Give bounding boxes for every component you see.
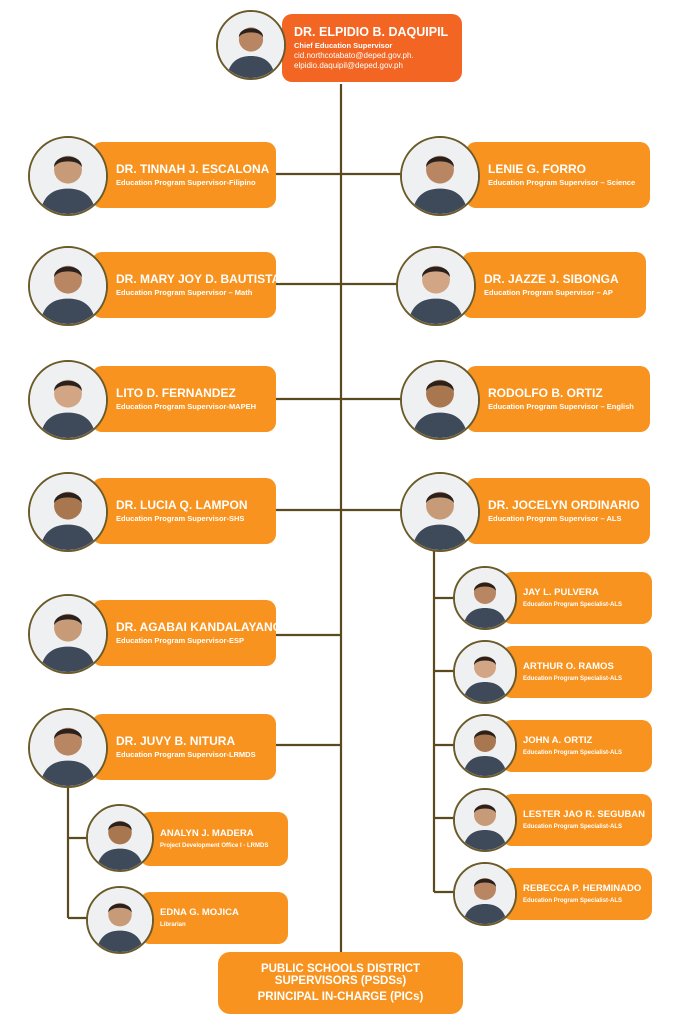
person-card: ARTHUR O. RAMOS Education Program Special… [502,646,652,698]
person-photo [86,886,154,954]
person-card: RODOLFO B. ORTIZ Education Program Superv… [466,366,650,432]
person-name: DR. TINNAH J. ESCALONA [116,162,270,176]
person-title: Education Program Supervisor – Science [488,178,636,187]
chief-email: elpidio.daquipil@deped.gov.ph [294,61,403,70]
person-title: Education Program Specialist-ALS [523,602,623,608]
person-title: Education Program Specialist-ALS [523,898,623,904]
person-photo [28,708,108,788]
person-photo [453,788,517,852]
chief-card: DR. ELPIDIO B. DAQUIPIL Chief Education S… [282,14,462,82]
person-icon [402,138,478,214]
person-icon [30,362,106,438]
person-title: Education Program Specialist-ALS [523,676,623,682]
person-card: REBECCA P. HERMINADO Education Program Sp… [502,868,652,920]
person-card: LITO D. FERNANDEZ Education Program Super… [92,366,276,432]
person-name: LESTER JAO R. SEGUBAN [523,809,645,820]
person-photo [216,10,286,80]
person-card: DR. LUCIA Q. LAMPON Education Program Sup… [92,478,276,544]
person-card: EDNA G. MOJICA Librarian [140,892,288,944]
person-photo [28,472,108,552]
person-photo [453,714,517,778]
person-icon [30,248,106,324]
person-name: EDNA G. MOJICA [160,907,239,918]
person-card: JOHN A. ORTIZ Education Program Specialis… [502,720,652,772]
person-title: Education Program Supervisor-Filipino [116,178,256,187]
person-card: LENIE G. FORRO Education Program Supervis… [466,142,650,208]
person-title: Education Program Supervisor-SHS [116,514,245,523]
person-icon [88,888,152,952]
person-photo [86,804,154,872]
person-icon [218,12,284,78]
person-photo [453,862,517,926]
person-title: Education Program Supervisor – AP [484,288,613,297]
person-card: LESTER JAO R. SEGUBAN Education Program S… [502,794,652,846]
person-title: Education Program Supervisor – English [488,402,634,411]
person-icon [455,642,515,702]
person-icon [30,596,106,672]
person-name: LITO D. FERNANDEZ [116,386,236,400]
person-title: Chief Education Supervisor [294,41,393,50]
person-icon [398,248,474,324]
person-name: DR. LUCIA Q. LAMPON [116,498,248,512]
person-name: DR. AGABAI KANDALAYANG [116,620,283,634]
person-name: DR. MARY JOY D. BAUTISTA [116,272,281,286]
person-icon [30,474,106,550]
person-icon [30,710,106,786]
person-title: Education Program Supervisor-ESP [116,636,244,645]
person-name: DR. JUVY B. NITURA [116,734,236,748]
person-title: Education Program Supervisor – ALS [488,514,622,523]
person-icon [455,864,515,924]
person-card: ANALYN J. MADERA Project Development Offi… [140,812,288,866]
person-card: JAY L. PULVERA Education Program Speciali… [502,572,652,624]
person-name: ARTHUR O. RAMOS [523,661,614,672]
person-name: LENIE G. FORRO [488,162,587,176]
person-photo [453,640,517,704]
person-name: ANALYN J. MADERA [160,828,254,839]
person-icon [402,474,478,550]
person-photo [28,360,108,440]
person-title: Project Development Office I - LRMDS [160,843,269,849]
chief-email: cid.northcotabato@deped.gov.ph. [294,51,414,60]
person-card: DR. MARY JOY D. BAUTISTA Education Progra… [92,252,281,318]
person-name: DR. ELPIDIO B. DAQUIPIL [294,25,449,39]
psds-box: PUBLIC SCHOOLS DISTRICT SUPERVISORS (PSD… [218,952,463,1014]
person-name: RODOLFO B. ORTIZ [488,386,603,400]
person-icon [455,568,515,628]
person-photo [400,136,480,216]
person-card: DR. TINNAH J. ESCALONA Education Program … [92,142,276,208]
person-icon [455,716,515,776]
person-photo [400,472,480,552]
person-icon [88,806,152,870]
person-card: DR. AGABAI KANDALAYANG Education Program … [92,600,283,666]
person-photo [28,136,108,216]
person-photo [453,566,517,630]
person-photo [400,360,480,440]
person-card: DR. JOCELYN ORDINARIO Education Program S… [466,478,650,544]
person-icon [402,362,478,438]
pics-label: PRINCIPAL IN-CHARGE (PICs) [257,991,424,1003]
person-title: Education Program Supervisor – Math [116,288,253,297]
person-card: DR. JAZZE J. SIBONGA Education Program Su… [462,252,646,318]
person-photo [28,246,108,326]
person-icon [455,790,515,850]
person-title: Librarian [160,922,186,928]
person-name: JOHN A. ORTIZ [523,735,593,746]
person-name: REBECCA P. HERMINADO [523,883,642,894]
person-title: Education Program Supervisor-LRMDS [116,750,256,759]
person-photo [396,246,476,326]
person-name: DR. JOCELYN ORDINARIO [488,498,640,512]
person-photo [28,594,108,674]
person-icon [30,138,106,214]
psds-label: PUBLIC SCHOOLS DISTRICT SUPERVISORS (PSD… [260,963,421,987]
person-title: Education Program Specialist-ALS [523,750,623,756]
person-card: DR. JUVY B. NITURA Education Program Supe… [92,714,276,780]
person-name: DR. JAZZE J. SIBONGA [484,272,619,286]
person-title: Education Program Supervisor-MAPEH [116,402,257,411]
person-name: JAY L. PULVERA [523,587,599,598]
person-title: Education Program Specialist-ALS [523,824,623,830]
